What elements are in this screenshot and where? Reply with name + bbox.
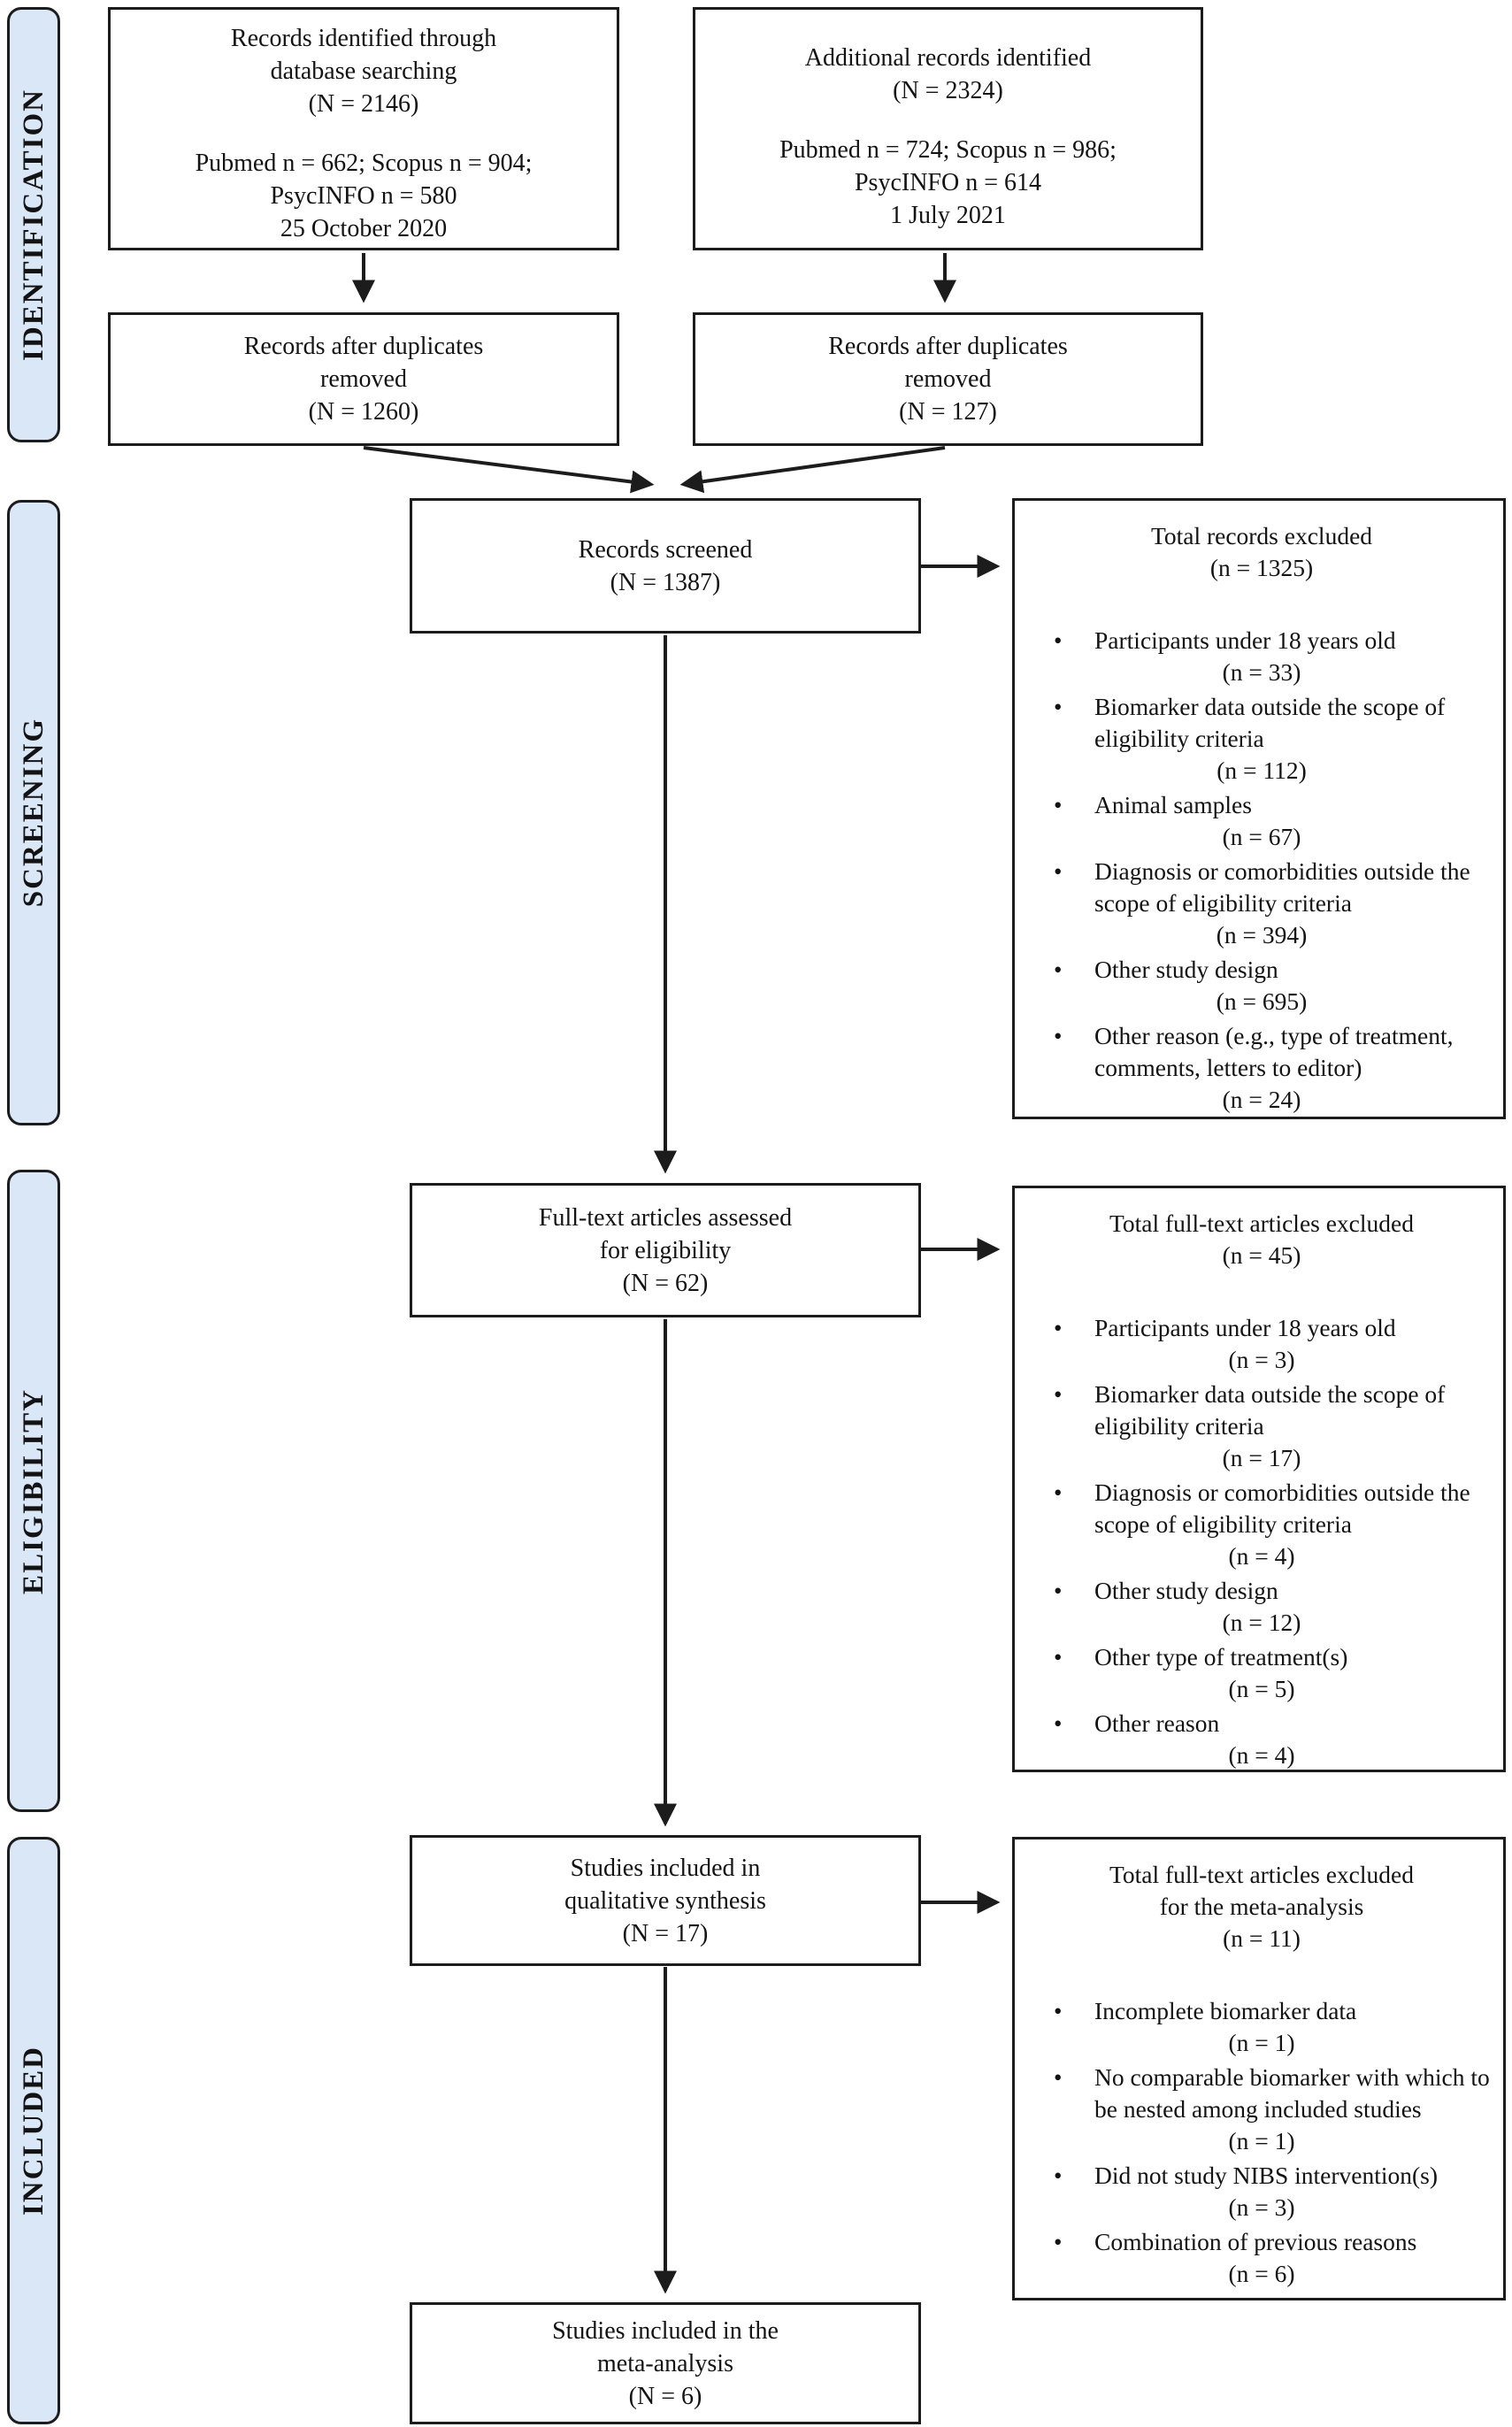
box-duplicates-removed-left: Records after duplicates removed (N = 12… (108, 312, 619, 446)
bullet-icon: • (1054, 694, 1063, 720)
excluded-reason: •Diagnosis or comorbidities outside the … (1054, 857, 1470, 949)
stage-label-identification: IDENTIFICATION (17, 88, 50, 361)
box-line: (N = 17) (622, 1919, 709, 1947)
bullet-icon: • (1054, 627, 1063, 654)
excluded-reason: •Other reason(n = 4) (1054, 1709, 1295, 1769)
excluded-reason: •Diagnosis or comorbidities outside the … (1054, 1478, 1470, 1570)
excluded-reason: •Other study design(n = 695) (1054, 956, 1308, 1015)
box-additional-records: Additional records identified (N = 2324)… (693, 7, 1203, 250)
stage-label-eligibility: ELIGIBILITY (17, 1387, 50, 1594)
stage-bar-included: INCLUDED (7, 1837, 60, 2424)
box-qualitative-synthesis: Studies included in qualitative synthesi… (410, 1835, 921, 1966)
box-duplicates-removed-right: Records after duplicates removed (N = 12… (693, 312, 1203, 446)
bullet-icon: • (1054, 1381, 1063, 1408)
box-line: 1 July 2021 (890, 202, 1006, 229)
stage-bar-identification: IDENTIFICATION (7, 7, 60, 442)
excluded-reason-list: •Participants under 18 years old(n = 33)… (1027, 625, 1496, 1116)
stage-bar-screening: SCREENING (7, 500, 60, 1125)
box-line: Additional records identified (804, 44, 1092, 72)
excluded-reason: •No comparable biomarker with which to b… (1054, 2063, 1490, 2154)
excluded-reason-list: •Participants under 18 years old(n = 3) … (1027, 1312, 1496, 1771)
excluded-count: (n = 11) (1223, 1924, 1301, 1952)
excluded-reason: •Participants under 18 years old(n = 33) (1054, 626, 1396, 686)
box-line: Records after duplicates (828, 333, 1068, 360)
excluded-reason: •Other type of treatment(s)(n = 5) (1054, 1643, 1348, 1702)
box-meta-analysis-excluded: Total full-text articles excluded for th… (1012, 1837, 1506, 2300)
box-line: (N = 2146) (308, 90, 419, 118)
stage-bar-eligibility: ELIGIBILITY (7, 1170, 60, 1812)
box-line: Records screened (578, 535, 753, 564)
excluded-reason: •Other study design(n = 12) (1054, 1577, 1301, 1636)
excluded-title: Total full-text articles excluded (1109, 1861, 1414, 1888)
box-line: (N = 62) (622, 1269, 709, 1297)
stage-label-included: INCLUDED (17, 2045, 50, 2216)
bullet-icon: • (1054, 858, 1063, 885)
bullet-icon: • (1054, 1578, 1063, 1604)
box-line: (N = 127) (899, 398, 997, 426)
bullet-icon: • (1054, 2229, 1063, 2255)
box-line: Records after duplicates (243, 333, 484, 360)
excluded-title: Total full-text articles excluded (1109, 1210, 1414, 1237)
box-line: (N = 2324) (893, 77, 1003, 104)
box-line: PsycINFO n = 614 (854, 169, 1042, 196)
box-meta-analysis-included: Studies included in the meta-analysis (N… (410, 2302, 921, 2424)
excluded-reason: •Biomarker data outside the scope of eli… (1054, 693, 1446, 784)
box-line: for eligibility (599, 1236, 732, 1264)
bullet-icon: • (1054, 2162, 1063, 2189)
arrow-dupright-to-screened (679, 446, 946, 494)
excluded-count: (n = 1325) (1209, 554, 1314, 581)
stage-label-screening: SCREENING (17, 718, 50, 908)
box-records-screened: Records screened (N = 1387) (410, 498, 921, 634)
box-line: Studies included in the (552, 2316, 779, 2345)
box-fulltext-assessed: Full-text articles assessed for eligibil… (410, 1183, 921, 1317)
box-line: Full-text articles assessed (538, 1203, 793, 1232)
box-line: removed (320, 365, 407, 393)
box-line: (N = 1387) (610, 568, 721, 596)
box-line: removed (904, 365, 992, 393)
box-fulltext-excluded: Total full-text articles excluded (n = 4… (1012, 1186, 1506, 1772)
bullet-icon: • (1054, 956, 1063, 983)
excluded-reason: •Biomarker data outside the scope of eli… (1054, 1380, 1446, 1471)
box-line: Pubmed n = 724; Scopus n = 986; (779, 136, 1117, 164)
excluded-reason: •Animal samples(n = 67) (1054, 791, 1301, 850)
excluded-reason: •Participants under 18 years old(n = 3) (1054, 1314, 1396, 1373)
bullet-icon: • (1054, 1315, 1063, 1341)
excluded-reason-list: •Incomplete biomarker data(n = 1) •No co… (1027, 1995, 1496, 2290)
excluded-reason: •Did not study NIBS intervention(s)(n = … (1054, 2162, 1439, 2221)
box-line: PsycINFO n = 580 (270, 182, 457, 210)
bullet-icon: • (1054, 1644, 1063, 1670)
box-line: (N = 6) (628, 2382, 702, 2410)
excluded-count: (n = 45) (1222, 1241, 1301, 1269)
box-line: (N = 1260) (308, 398, 419, 426)
box-total-records-excluded: Total records excluded (n = 1325) •Parti… (1012, 498, 1506, 1119)
box-records-database-search: Records identified through database sear… (108, 7, 619, 250)
excluded-title: for the meta-analysis (1159, 1893, 1364, 1920)
arrow-dupleft-to-screened (363, 446, 655, 494)
box-line: database searching (270, 58, 457, 85)
bullet-icon: • (1054, 1023, 1063, 1049)
bullet-icon: • (1054, 1710, 1063, 1737)
box-line: qualitative synthesis (564, 1886, 766, 1915)
excluded-title: Total records excluded (1150, 522, 1373, 549)
bullet-icon: • (1054, 1479, 1063, 1506)
box-line: 25 October 2020 (280, 215, 448, 242)
bullet-icon: • (1054, 792, 1063, 818)
box-line: Pubmed n = 662; Scopus n = 904; (195, 150, 533, 177)
excluded-reason: •Combination of previous reasons(n = 6) (1054, 2228, 1417, 2287)
box-line: Studies included in (570, 1854, 761, 1882)
bullet-icon: • (1054, 1998, 1063, 2024)
box-line: meta-analysis (597, 2349, 733, 2377)
excluded-reason: •Incomplete biomarker data(n = 1) (1054, 1997, 1357, 2056)
box-line: Records identified through (230, 25, 497, 52)
bullet-icon: • (1054, 2064, 1063, 2091)
excluded-reason: •Other reason (e.g., type of treatment, … (1054, 1022, 1454, 1113)
